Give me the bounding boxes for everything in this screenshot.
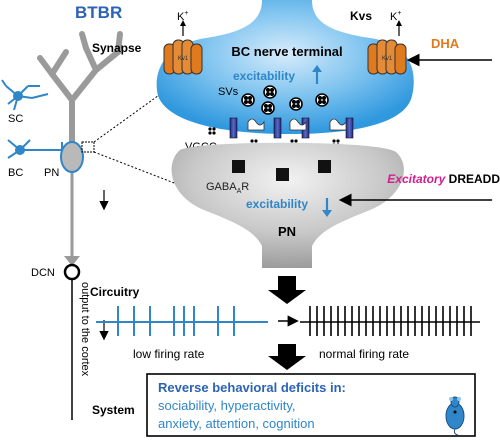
low-firing-label: low firing rate — [133, 347, 205, 361]
system-label: System — [92, 403, 135, 417]
k-label-left: K+ — [177, 10, 188, 23]
normal-spike-group — [309, 306, 472, 336]
pn-label: PN — [278, 224, 296, 239]
low-firing-trace — [96, 306, 268, 336]
bc-cell — [7, 139, 63, 160]
diagram-title: BTBR — [75, 3, 122, 22]
system-heading: Reverse behavioral deficits in: — [158, 380, 346, 395]
system-box — [146, 373, 476, 437]
flow-arrow-2 — [268, 344, 306, 370]
pn-excitability: excitability — [246, 197, 308, 211]
flow-arrow-1 — [268, 276, 306, 304]
sc-label: SC — [8, 113, 23, 125]
zoom-box — [81, 141, 95, 153]
mouse-icon — [445, 396, 465, 436]
sc-cell — [1, 79, 49, 111]
vesicle — [241, 93, 255, 107]
vesicle — [315, 93, 329, 107]
vesicle — [261, 101, 275, 115]
pn-postsynaptic — [171, 142, 404, 268]
system-line1: sociability, hyperactivity, — [158, 398, 296, 413]
gaba-receptors — [232, 160, 331, 181]
kv-channel-right-label: Kv1 — [382, 56, 393, 62]
kv-channel-left-label: Kv1 — [178, 56, 189, 62]
k-label-right: K+ — [390, 10, 401, 23]
kv-channel-right: Kv1 — [367, 20, 407, 75]
bc-nerve-terminal: BC nerve terminal excitability SVs — [156, 0, 414, 134]
gaba-receptor-label: GABAAR — [206, 181, 249, 195]
dha-label: DHA — [431, 36, 460, 51]
svs-label: SVs — [218, 86, 239, 98]
dcn-node — [63, 263, 81, 281]
terminal-excitability: excitability — [233, 69, 295, 83]
dcn-label: DCN — [31, 267, 55, 279]
output-label: output to the cortex — [79, 282, 91, 377]
kvs-label: Kvs — [350, 9, 372, 23]
normal-firing-label: normal firing rate — [319, 347, 409, 361]
pn-soma — [60, 141, 84, 173]
release-sites — [247, 118, 347, 131]
dreadd-label: Excitatory DREADD — [387, 172, 500, 186]
vesicle — [289, 97, 303, 111]
synaptic-vesicles — [241, 85, 329, 115]
synapse-label: Synapse — [92, 41, 142, 55]
bc-label: BC — [8, 167, 23, 179]
vesicle — [263, 85, 277, 99]
system-line2: anxiety, attention, cognition — [158, 416, 315, 431]
pn-left-label: PN — [44, 167, 59, 179]
circuitry-label: Circuitry — [90, 285, 140, 299]
kv-channel-left: Kv1 — [163, 20, 203, 75]
terminal-title: BC nerve terminal — [231, 44, 342, 59]
